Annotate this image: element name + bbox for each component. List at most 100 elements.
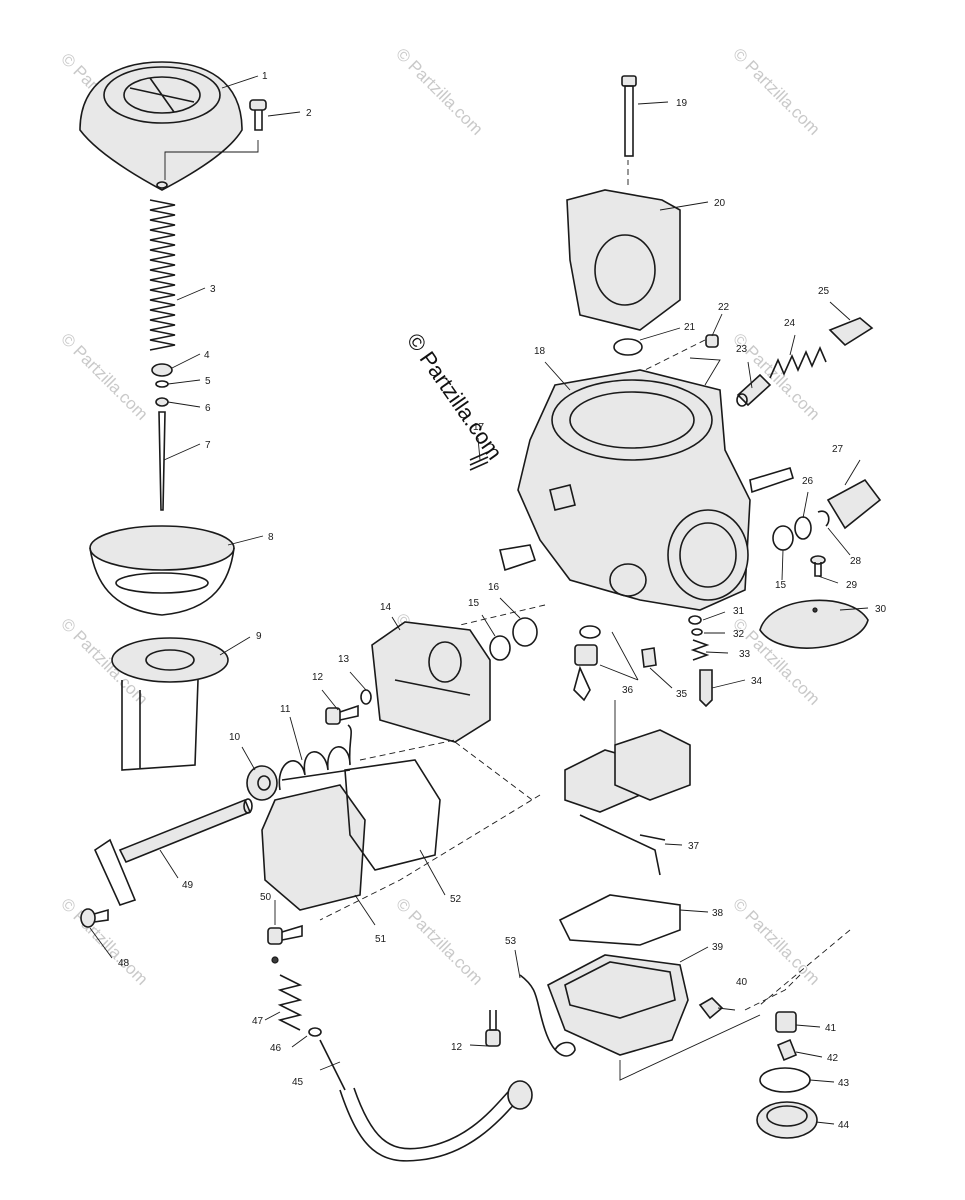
bolt-part-19 bbox=[621, 75, 637, 157]
needle-valve-part-36 bbox=[573, 625, 639, 702]
callout-4: 4 bbox=[204, 350, 210, 361]
watermark: © Partzilla.com bbox=[729, 44, 823, 138]
spring-part-3 bbox=[149, 199, 176, 351]
callout-39: 39 bbox=[712, 942, 724, 953]
callout-40: 40 bbox=[736, 977, 748, 988]
screw-part-12 bbox=[325, 704, 359, 725]
callout-9: 9 bbox=[256, 631, 262, 642]
float-part-37 bbox=[564, 729, 691, 876]
o-ring-part-21 bbox=[613, 338, 643, 356]
hose-part-45 bbox=[319, 1039, 533, 1162]
watermark: © Partzilla.com bbox=[392, 894, 486, 988]
callout-45: 45 bbox=[292, 1077, 304, 1088]
callout-46: 46 bbox=[270, 1043, 282, 1054]
callout-23: 23 bbox=[736, 344, 748, 355]
seal-ring-part-15-right bbox=[772, 525, 794, 551]
callout-18: 18 bbox=[534, 346, 546, 357]
callout-34: 34 bbox=[751, 676, 763, 687]
spring-part-33 bbox=[690, 639, 710, 661]
callout-25: 25 bbox=[818, 286, 830, 297]
ring-part-26 bbox=[794, 516, 812, 540]
throttle-shaft-part-49 bbox=[93, 798, 253, 906]
carburetor-body-part-18 bbox=[499, 369, 794, 611]
plunger-part-23 bbox=[736, 373, 772, 407]
assembly-lines bbox=[319, 160, 851, 1081]
callout-labels: 1 2 3 4 5 6 7 8 9 10 11 12 13 14 15 16 1… bbox=[118, 71, 887, 1131]
spring-part-47 bbox=[271, 956, 303, 1031]
callout-43: 43 bbox=[838, 1078, 850, 1089]
plug-part-22 bbox=[705, 334, 719, 348]
callout-41: 41 bbox=[825, 1023, 837, 1034]
callout-5: 5 bbox=[205, 376, 211, 387]
callout-15: 15 bbox=[468, 598, 480, 609]
callout-16: 16 bbox=[488, 582, 500, 593]
overflow-tube-part-53 bbox=[519, 974, 576, 1057]
clip-part-28 bbox=[817, 510, 830, 527]
jet-needle-part-7 bbox=[158, 411, 166, 511]
callout-12-lower: 12 bbox=[451, 1042, 463, 1053]
callout-36: 36 bbox=[622, 685, 634, 696]
callout-13: 13 bbox=[338, 654, 350, 665]
jet-part-35 bbox=[641, 647, 657, 668]
copyright-watermark: © Partzilla.com bbox=[402, 329, 508, 465]
callout-24: 24 bbox=[784, 318, 796, 329]
callout-7: 7 bbox=[205, 440, 211, 451]
callout-20: 20 bbox=[714, 198, 726, 209]
nut-part-25 bbox=[828, 317, 874, 347]
callout-11: 11 bbox=[280, 704, 291, 715]
watermark: © Partzilla.com bbox=[729, 894, 823, 988]
ring-part-31 bbox=[688, 615, 702, 625]
washer-part-10 bbox=[246, 765, 278, 801]
callout-51: 51 bbox=[375, 934, 387, 945]
callout-17: 17 bbox=[473, 422, 485, 433]
o-ring-part-46 bbox=[308, 1027, 322, 1037]
callout-12: 12 bbox=[312, 672, 324, 683]
watermark: © Partzilla.com bbox=[57, 894, 151, 988]
callout-44: 44 bbox=[838, 1120, 850, 1131]
chamber-cover-part-51 bbox=[261, 784, 366, 911]
callout-19: 19 bbox=[676, 98, 688, 109]
callout-27: 27 bbox=[832, 444, 844, 455]
callout-38: 38 bbox=[712, 908, 724, 919]
callout-26: 26 bbox=[802, 476, 814, 487]
callout-49: 49 bbox=[182, 880, 194, 891]
watermark: © Partzilla.com bbox=[57, 329, 151, 423]
o-ring-part-16 bbox=[512, 617, 538, 647]
callout-6: 6 bbox=[205, 403, 211, 414]
callout-10: 10 bbox=[229, 732, 241, 743]
callout-1: 1 bbox=[262, 71, 268, 82]
float-bowl-part-39 bbox=[547, 954, 689, 1056]
o-ring-part-13 bbox=[360, 689, 372, 705]
callout-31: 31 bbox=[733, 606, 745, 617]
callout-50: 50 bbox=[260, 892, 272, 903]
screw-part-29 bbox=[810, 555, 826, 577]
callout-32: 32 bbox=[733, 629, 745, 640]
callout-15-right: 15 bbox=[775, 580, 787, 591]
callout-52: 52 bbox=[450, 894, 462, 905]
top-cap-part bbox=[79, 61, 243, 191]
plug-part-40 bbox=[698, 996, 724, 1020]
callout-leaders bbox=[89, 75, 869, 1125]
screw-part-48 bbox=[80, 908, 109, 928]
callout-3: 3 bbox=[210, 284, 216, 295]
callout-21: 21 bbox=[684, 322, 696, 333]
throttle-bracket-part-20 bbox=[566, 189, 681, 331]
callout-47: 47 bbox=[252, 1016, 264, 1027]
callout-48: 48 bbox=[118, 958, 130, 969]
plate-part-30 bbox=[759, 599, 869, 649]
drain-screw-part-42 bbox=[776, 1038, 798, 1062]
callout-2: 2 bbox=[306, 108, 312, 119]
return-spring-part-11 bbox=[278, 724, 352, 791]
callout-29: 29 bbox=[846, 580, 858, 591]
screw-part-17 bbox=[469, 451, 489, 471]
o-ring-part-43 bbox=[759, 1067, 811, 1093]
retainer-parts-4-6 bbox=[151, 363, 173, 407]
callout-37: 37 bbox=[688, 841, 700, 852]
cap-part-27 bbox=[826, 478, 882, 530]
callout-8: 8 bbox=[268, 532, 274, 543]
callout-14: 14 bbox=[380, 602, 392, 613]
watermark: © Partzilla.com bbox=[392, 44, 486, 138]
seal-ring-part-15 bbox=[489, 635, 511, 661]
drain-cap-part-44 bbox=[756, 1101, 818, 1139]
